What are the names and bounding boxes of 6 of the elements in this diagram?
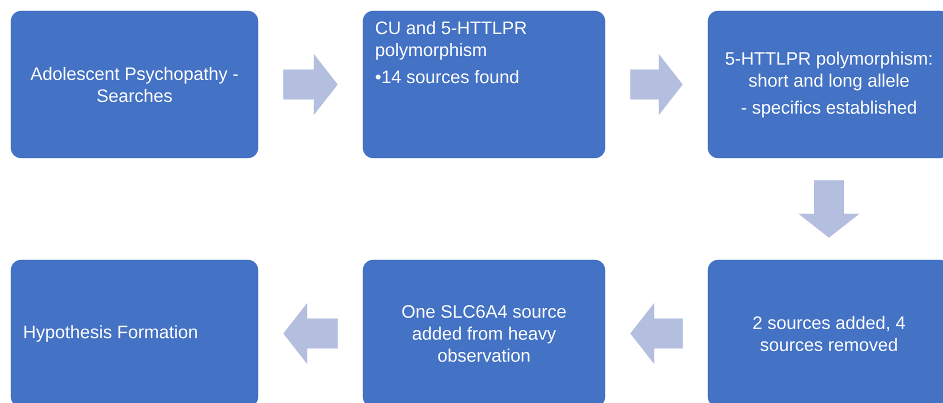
process-box: 2 sources added, 4 sources removed bbox=[708, 260, 943, 403]
process-box: 5-HTTLPR polymorphism: short and long allele - specifics established bbox=[708, 10, 943, 158]
process-box: Adolescent Psychopathy - Searches bbox=[10, 10, 258, 158]
process-box: Hypothesis Formation bbox=[10, 260, 258, 403]
process-box: CU and 5-HTTLPR polymorphism •14 sources found bbox=[362, 10, 606, 158]
process-box: One SLC6A4 source added from heavy observation bbox=[362, 260, 606, 403]
